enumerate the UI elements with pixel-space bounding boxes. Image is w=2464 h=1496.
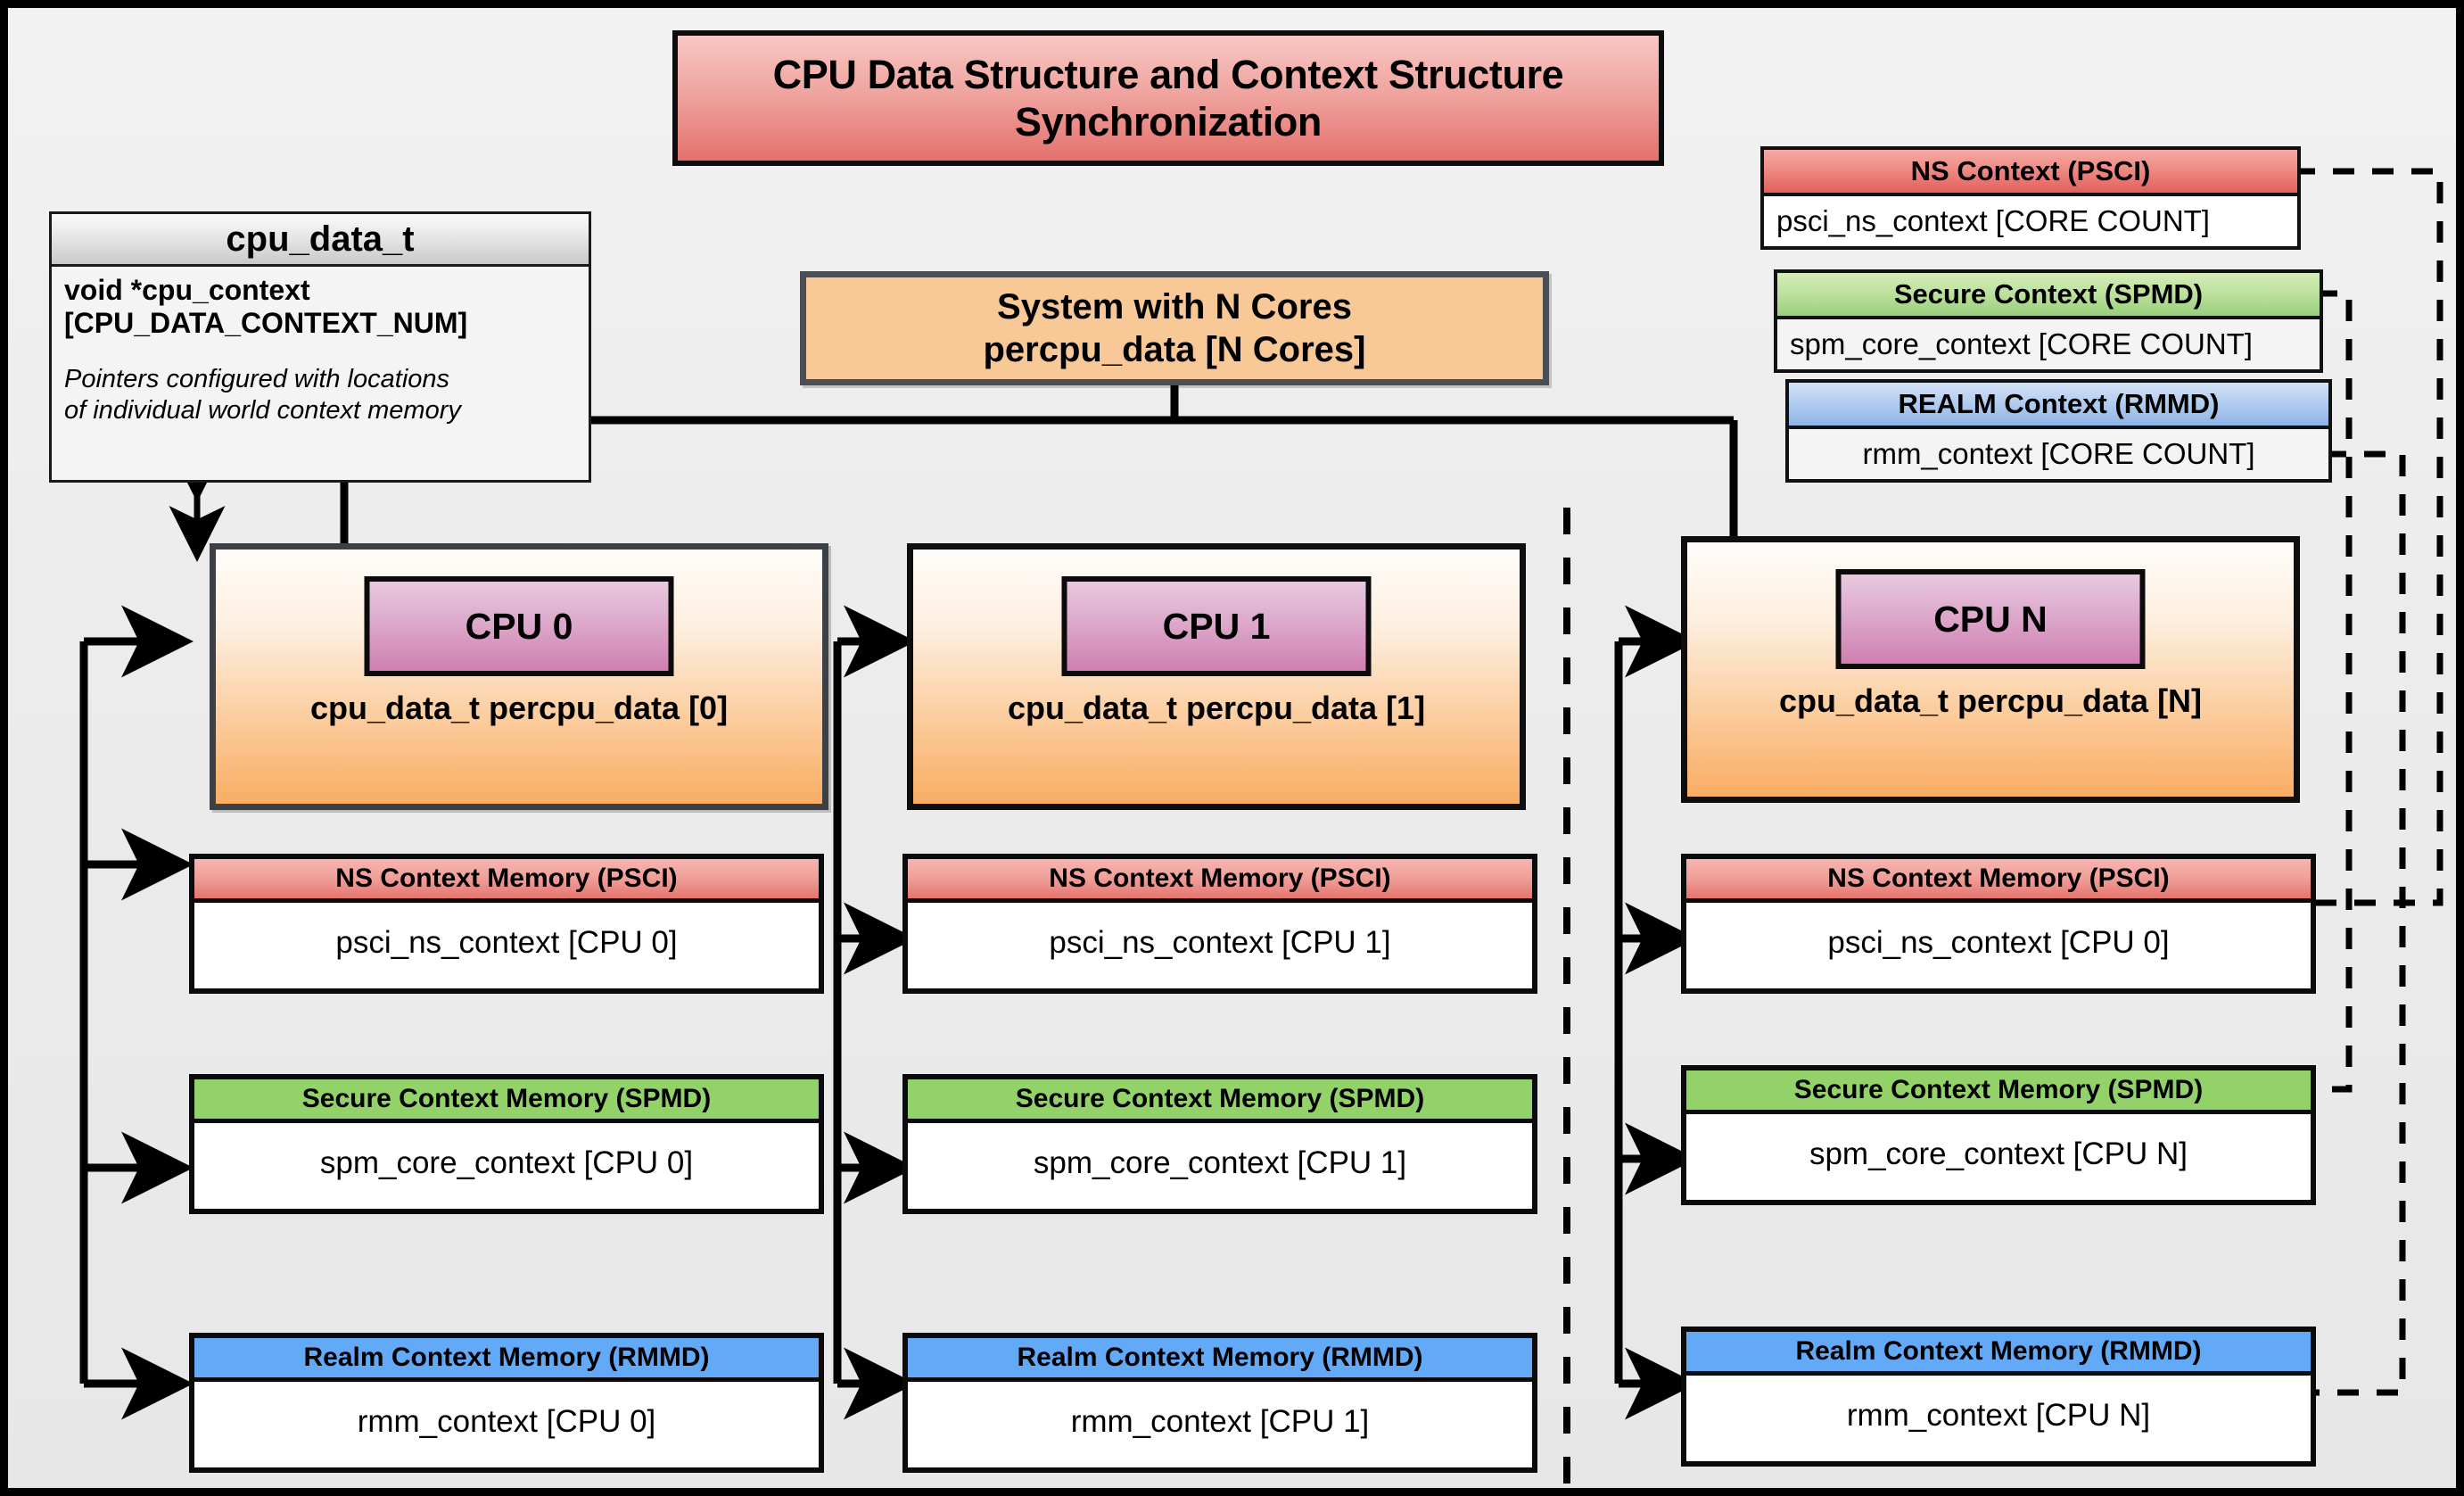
struct-note-line1: Pointers configured with locations <box>64 364 450 393</box>
mem-realm-cpu0-body: rmm_context [CPU 0] <box>194 1382 819 1462</box>
struct-field-line2: [CPU_DATA_CONTEXT_NUM] <box>64 307 468 340</box>
cpu-data-t-struct: cpu_data_t void *cpu_context [CPU_DATA_C… <box>49 211 591 483</box>
mem-realm-cpu1[interactable]: Realm Context Memory (RMMD) rmm_context … <box>902 1333 1537 1473</box>
mem-secure-cpu1[interactable]: Secure Context Memory (SPMD) spm_core_co… <box>902 1074 1537 1214</box>
mem-ns-cpu1[interactable]: NS Context Memory (PSCI) psci_ns_context… <box>902 854 1537 994</box>
cpu-label-0: cpu_data_t percpu_data [0] <box>309 690 729 726</box>
world-context-realm-header: REALM Context (RMMD) <box>1789 383 2328 429</box>
cpu-chip-1: CPU 1 <box>1061 576 1372 676</box>
mem-realm-cpun[interactable]: Realm Context Memory (RMMD) rmm_context … <box>1681 1327 2316 1467</box>
mem-ns-cpun-header: NS Context Memory (PSCI) <box>1686 859 2311 903</box>
mem-realm-cpu1-body: rmm_context [CPU 1] <box>908 1382 1532 1462</box>
world-context-ns-header: NS Context (PSCI) <box>1764 150 2297 196</box>
world-context-realm-body: rmm_context [CORE COUNT] <box>1789 429 2328 479</box>
struct-body: void *cpu_context [CPU_DATA_CONTEXT_NUM]… <box>52 267 589 426</box>
mem-realm-cpu0[interactable]: Realm Context Memory (RMMD) rmm_context … <box>189 1333 824 1473</box>
page-title: CPU Data Structure and Context Structure… <box>672 30 1664 166</box>
struct-field-line1: void *cpu_context <box>64 274 310 306</box>
mem-secure-cpu1-body: spm_core_context [CPU 1] <box>908 1123 1532 1203</box>
mem-realm-cpun-header: Realm Context Memory (RMMD) <box>1686 1332 2311 1376</box>
mem-ns-cpu1-body: psci_ns_context [CPU 1] <box>908 903 1532 983</box>
mem-ns-cpu0-body: psci_ns_context [CPU 0] <box>194 903 819 983</box>
system-line2: percpu_data [N Cores] <box>983 330 1366 369</box>
cpu-block-1[interactable]: CPU 1 cpu_data_t percpu_data [1] <box>907 543 1526 810</box>
mem-ns-cpun-body: psci_ns_context [CPU 0] <box>1686 903 2311 983</box>
cpu-block-0[interactable]: CPU 0 cpu_data_t percpu_data [0] <box>210 543 828 810</box>
cpu1-pointer-bus <box>833 605 916 1420</box>
realm-context-dashed-link <box>2307 450 2406 1396</box>
world-context-ns: NS Context (PSCI) psci_ns_context [CORE … <box>1760 146 2301 250</box>
world-context-ns-body: psci_ns_context [CORE COUNT] <box>1764 196 2297 246</box>
cpu-label-1: cpu_data_t percpu_data [1] <box>1007 690 1426 726</box>
mem-realm-cpu1-header: Realm Context Memory (RMMD) <box>908 1338 1532 1382</box>
mem-secure-cpun-header: Secure Context Memory (SPMD) <box>1686 1070 2311 1114</box>
cpu-chip-n: CPU N <box>1835 569 2146 669</box>
cpu-label-n: cpu_data_t percpu_data [N] <box>1778 682 2203 719</box>
mem-ns-cpu1-header: NS Context Memory (PSCI) <box>908 859 1532 903</box>
world-context-secure-header: Secure Context (SPMD) <box>1777 273 2320 319</box>
page-title-line2: Synchronization <box>1014 99 1322 145</box>
mem-realm-cpu0-header: Realm Context Memory (RMMD) <box>194 1338 819 1382</box>
struct-note-line2: of individual world context memory <box>64 395 461 425</box>
mem-secure-cpu0-header: Secure Context Memory (SPMD) <box>194 1079 819 1123</box>
struct-title: cpu_data_t <box>52 214 589 267</box>
cpu-block-n[interactable]: CPU N cpu_data_t percpu_data [N] <box>1681 536 2300 803</box>
mem-secure-cpu0-body: spm_core_context [CPU 0] <box>194 1123 819 1203</box>
page-title-line1: CPU Data Structure and Context Structure <box>772 51 1564 97</box>
cpu-chip-0: CPU 0 <box>364 576 674 676</box>
mem-secure-cpu1-header: Secure Context Memory (SPMD) <box>908 1079 1532 1123</box>
mem-realm-cpun-body: rmm_context [CPU N] <box>1686 1376 2311 1456</box>
mem-ns-cpu0[interactable]: NS Context Memory (PSCI) psci_ns_context… <box>189 854 824 994</box>
system-line1: System with N Cores <box>997 287 1352 326</box>
world-context-realm: REALM Context (RMMD) rmm_context [CORE C… <box>1785 379 2332 483</box>
mem-secure-cpun[interactable]: Secure Context Memory (SPMD) spm_core_co… <box>1681 1065 2316 1205</box>
cpun-pointer-bus <box>1614 605 1697 1420</box>
system-box: System with N Cores percpu_data [N Cores… <box>800 271 1549 385</box>
mem-secure-cpun-body: spm_core_context [CPU N] <box>1686 1114 2311 1194</box>
cpu0-pointer-bus <box>79 605 194 1420</box>
mem-ns-cpun[interactable]: NS Context Memory (PSCI) psci_ns_context… <box>1681 854 2316 994</box>
mem-ns-cpu0-header: NS Context Memory (PSCI) <box>194 859 819 903</box>
mem-secure-cpu0[interactable]: Secure Context Memory (SPMD) spm_core_co… <box>189 1074 824 1214</box>
world-context-secure-body: spm_core_context [CORE COUNT] <box>1777 319 2320 369</box>
world-context-secure: Secure Context (SPMD) spm_core_context [… <box>1774 269 2323 373</box>
